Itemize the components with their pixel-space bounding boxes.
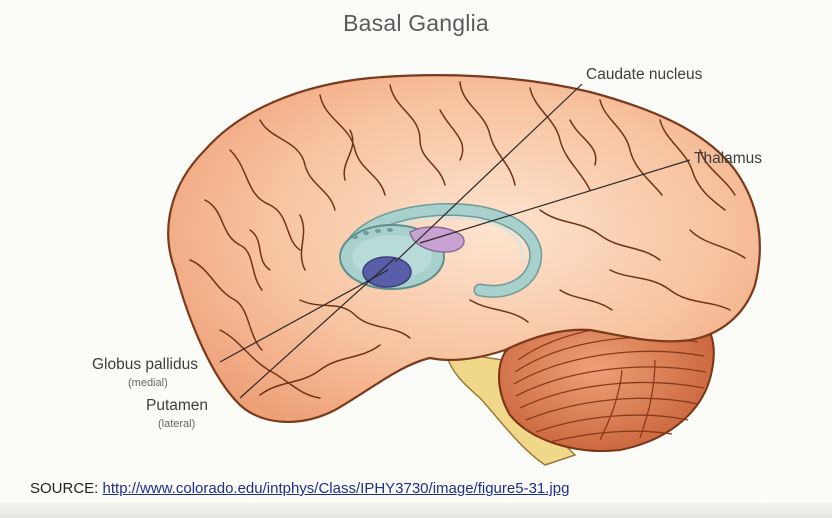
- label-globus-pallidus-sub: (medial): [128, 377, 168, 389]
- label-putamen-sub: (lateral): [158, 418, 195, 430]
- bottom-edge: [0, 503, 832, 518]
- source-prefix: SOURCE:: [30, 480, 98, 497]
- label-thalamus: Thalamus: [694, 150, 762, 168]
- label-caudate-nucleus: Caudate nucleus: [586, 66, 702, 84]
- label-putamen: Putamen: [146, 397, 208, 415]
- source-citation: SOURCE: http://www.colorado.edu/intphys/…: [30, 480, 569, 497]
- source-link[interactable]: http://www.colorado.edu/intphys/Class/IP…: [103, 480, 570, 497]
- globus-pallidus: [363, 257, 411, 287]
- label-globus-pallidus: Globus pallidus: [92, 356, 198, 374]
